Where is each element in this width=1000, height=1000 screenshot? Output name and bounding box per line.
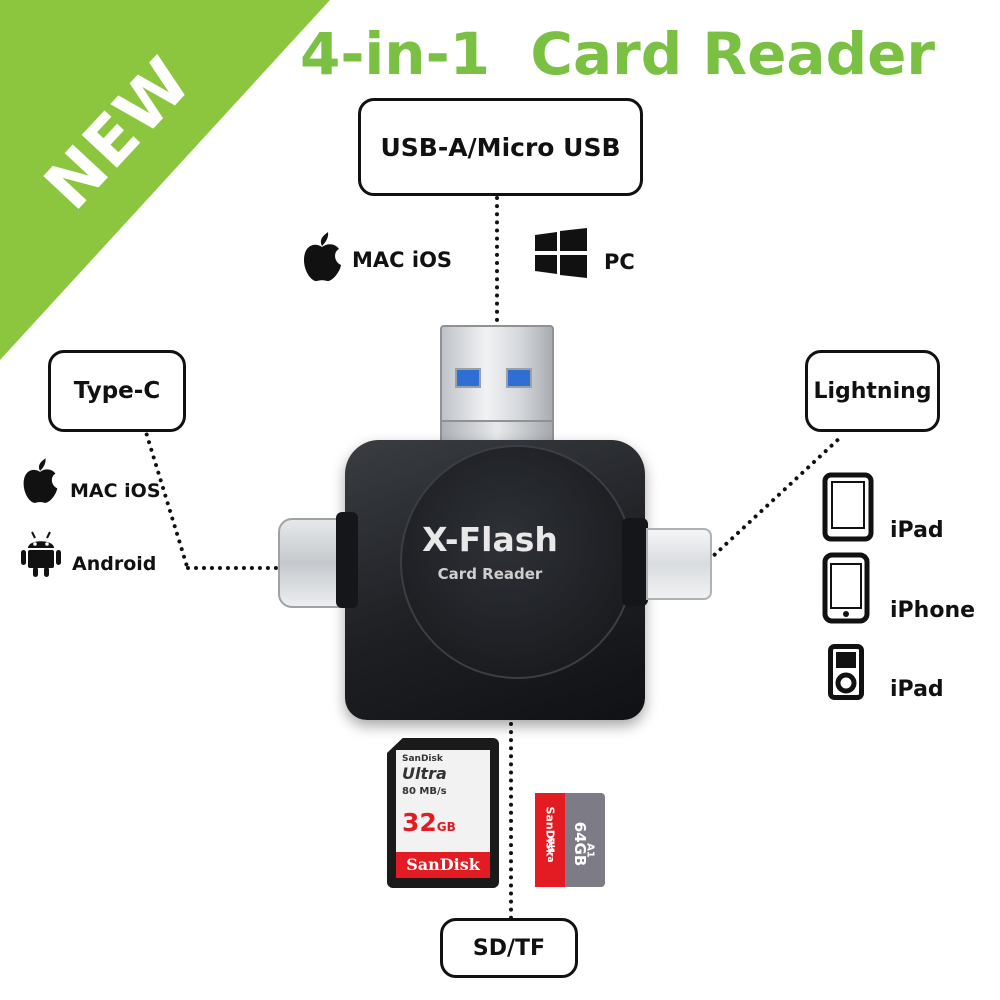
usb-a-slot-right [506,368,532,388]
left-os-android: Android [72,553,157,575]
top-connector-line [495,196,499,322]
sd-card-maker-small: SanDisk [402,754,443,764]
top-os-mac-ios: MAC iOS [352,248,453,272]
sd-card-capacity-unit: GB [436,820,456,834]
ipad-icon [822,472,874,542]
sd-card-capacity-number: 32 [402,808,437,837]
usb-a-micro-usb-text: USB-A/Micro USB [380,132,621,162]
sd-tf-label: SD/TF [440,918,578,978]
top-os-pc: PC [604,250,635,274]
micro-sd-card-band [535,793,565,887]
lightning-label: Lightning [805,350,940,432]
sd-card-line: Ultra [402,764,447,783]
type-c-collar [336,512,358,608]
type-c-line-horizontal [186,566,278,570]
lightning-plug [646,528,712,600]
apple-icon [300,232,344,282]
micro-sd-line: Ultra [545,837,555,863]
device-ipod: iPad [890,677,944,702]
device-brand: X-Flash [422,520,558,559]
device-ipad: iPad [890,518,944,543]
device-subtitle: Card Reader [437,565,543,583]
sd-card-speed: 80 MB/s [402,786,447,797]
sd-tf-text: SD/TF [472,935,546,961]
sd-card-maker-band [396,852,490,878]
sd-card-capacity: 32GB [402,808,456,837]
ipod-icon [828,644,864,700]
device-iphone: iPhone [890,598,976,623]
micro-sd-marks: A1 [584,843,596,858]
card-reader-disc [400,445,634,679]
left-os-mac-ios: MAC iOS [70,480,161,502]
sd-card-maker: SanDisk [406,855,480,874]
lightning-text: Lightning [813,378,932,404]
lightning-collar [622,518,648,606]
apple-icon [20,458,60,504]
usb-a-slot-left [455,368,481,388]
page-title: 4-in-1 Card Reader [300,20,936,88]
iphone-icon [822,552,870,624]
type-c-label: Type-C [48,350,186,432]
windows-icon [535,228,587,278]
lightning-line-diag [706,437,841,563]
android-icon [20,530,62,578]
sd-tf-line [509,722,513,920]
type-c-text: Type-C [73,378,161,404]
usb-a-micro-usb-label: USB-A/Micro USB [358,98,643,196]
